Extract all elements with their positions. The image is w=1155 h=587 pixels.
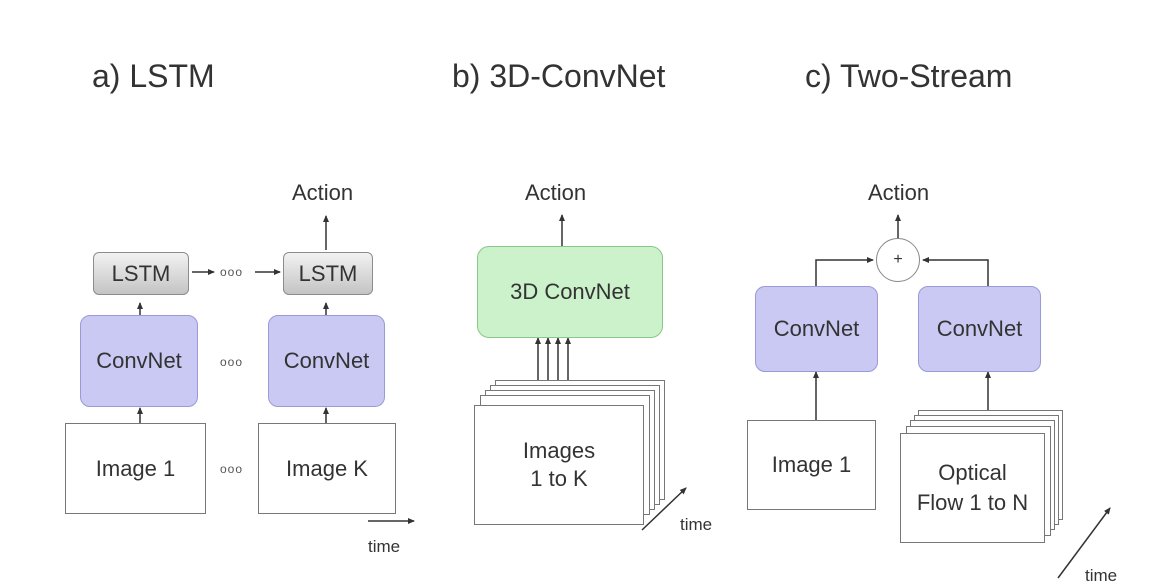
image-1-box: Image 1	[65, 423, 206, 514]
spatial-convnet-box: ConvNet	[755, 286, 878, 372]
image-1-label: Image 1	[95, 455, 176, 481]
optical-flow-line2: Flow 1 to N	[916, 490, 1029, 515]
image-k-box: Image K	[258, 423, 396, 514]
time-label-lstm: time	[368, 537, 401, 556]
ellipsis-image-row: ooo	[220, 462, 244, 476]
arrow-convnet1-to-plus	[815, 257, 874, 286]
convnet-box-1: ConvNet	[80, 315, 198, 407]
arrow-time-3d	[641, 487, 687, 531]
plus-sign: +	[893, 251, 903, 268]
convnet-label: ConvNet	[283, 348, 370, 373]
optical-flow-line1: Optical	[938, 460, 1007, 485]
time-label-two-stream: time	[1085, 566, 1118, 585]
rgb-image-box: Image 1	[747, 420, 876, 510]
arrow-time-two-stream	[1057, 507, 1111, 579]
convnet-label: ConvNet	[936, 316, 1023, 341]
optical-flow-box: Optical Flow 1 to N	[900, 433, 1045, 543]
lstm-cell-1: LSTM	[93, 252, 189, 295]
images-1-to-k-box: Images 1 to K	[474, 405, 644, 525]
lstm-cell-k: LSTM	[283, 252, 373, 295]
lstm-cell-label: LSTM	[111, 260, 171, 286]
temporal-convnet-box: ConvNet	[918, 286, 1041, 372]
3d-convnet-box: 3D ConvNet	[477, 246, 663, 338]
convnet-label: ConvNet	[96, 348, 182, 373]
action-label-two-stream: Action	[868, 180, 930, 205]
ellipsis-lstm-row: ooo	[220, 265, 244, 279]
image-k-label: Image K	[286, 455, 368, 481]
arrow-convnet2-to-plus	[922, 257, 989, 286]
3d-convnet-label: 3D ConvNet	[510, 279, 630, 304]
convnet-box-k: ConvNet	[268, 315, 385, 407]
title-3d-convnet: b) 3D-ConvNet	[452, 58, 666, 94]
title-lstm: a) LSTM	[92, 58, 215, 94]
convnet-label: ConvNet	[773, 316, 860, 341]
rgb-image-label: Image 1	[771, 452, 852, 477]
ellipsis-convnet-row: ooo	[220, 355, 244, 369]
images-label-line2: 1 to K	[530, 466, 588, 491]
sum-node: +	[876, 238, 920, 282]
time-label-3d: time	[680, 515, 713, 534]
action-label-lstm: Action	[292, 180, 354, 205]
title-two-stream: c) Two-Stream	[805, 58, 1013, 94]
lstm-cell-label: LSTM	[298, 260, 358, 286]
images-label-line1: Images	[522, 438, 596, 463]
action-label-3d: Action	[525, 180, 587, 205]
